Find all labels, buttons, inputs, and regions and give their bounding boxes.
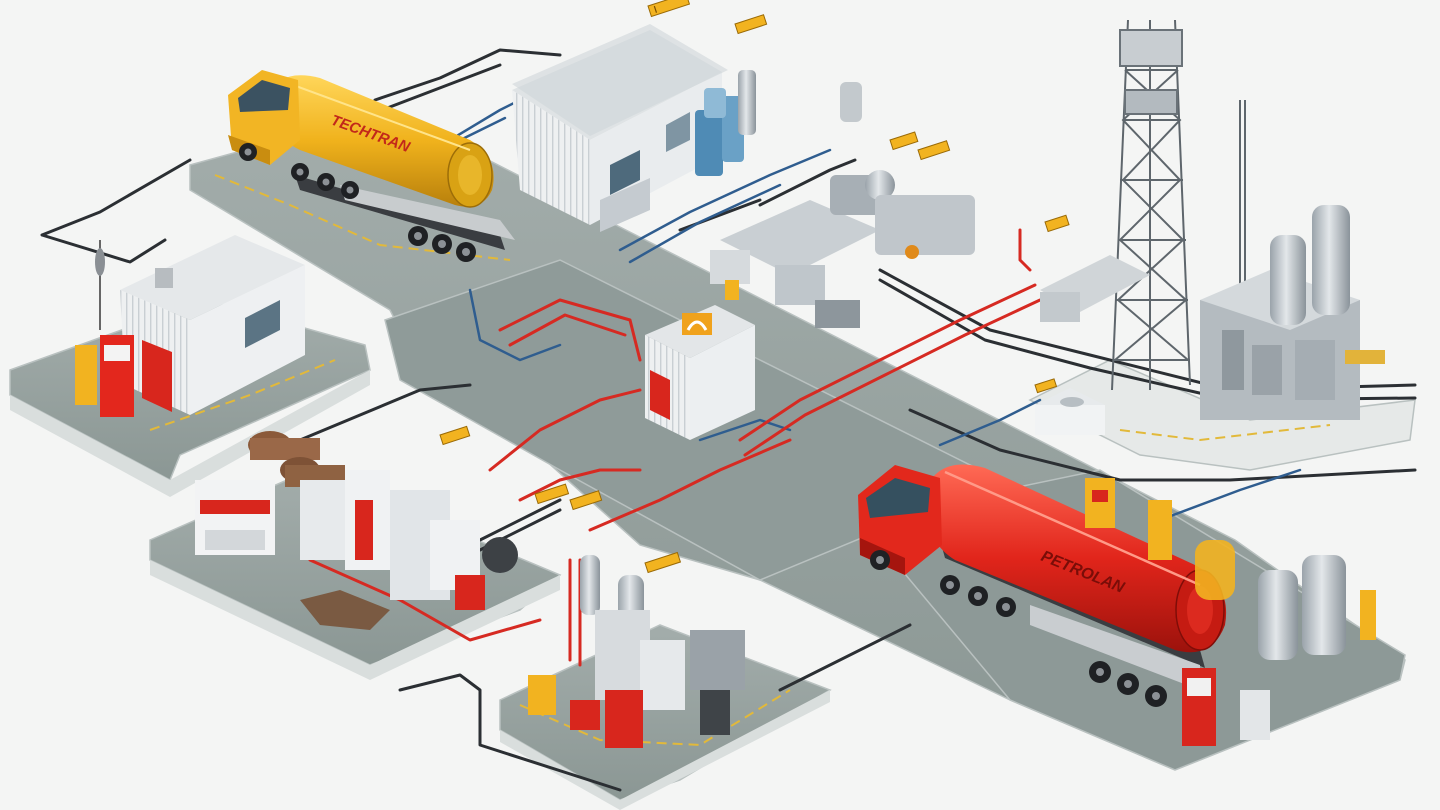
- left-process-pad-edge: [150, 560, 560, 680]
- bottom-process-area: [528, 555, 745, 748]
- pipe-blue-3: [468, 288, 792, 442]
- right-silo-2: [1302, 555, 1346, 655]
- yellow-tanker-truck: TECHTRAN: [228, 70, 515, 262]
- pump-station: [710, 170, 975, 328]
- kiosk-red-door: [650, 370, 670, 420]
- red-tank-body: [924, 464, 1227, 653]
- right-silo-1: [1258, 570, 1298, 660]
- pipe-black-1: [40, 158, 192, 264]
- bottom-process-pad-edge: [500, 690, 830, 810]
- yellow-tank-body: [269, 75, 494, 207]
- kiosk-warning-sign: [682, 313, 712, 335]
- red-tanker-truck: PETROLAN: [858, 464, 1227, 707]
- central-kiosk: [645, 305, 755, 440]
- left-station-pad-edge: [10, 370, 370, 497]
- pipe-red-1: [498, 298, 642, 362]
- guide-rail-4: [1119, 424, 1331, 442]
- pipe-blue-2: [618, 148, 832, 264]
- compressor-unit: [1200, 205, 1385, 420]
- left-station-red-door: [142, 340, 172, 412]
- right-yellow-dispenser: [1085, 478, 1115, 528]
- control-building: [512, 24, 756, 232]
- pipe-black-6: [398, 623, 912, 792]
- blue-storage-tanks: [695, 70, 756, 176]
- left-station: [75, 235, 305, 417]
- warning-tags: [439, 0, 1070, 574]
- guide-rail-2: [149, 359, 336, 431]
- guide-rail-3: [519, 689, 791, 747]
- pipe-red-2: [738, 283, 1042, 457]
- skid-equipment: [840, 82, 1150, 435]
- left-process-area: [195, 431, 518, 630]
- left-yellow-cabinet: [75, 345, 97, 405]
- pipe-blue-4: [938, 398, 1302, 522]
- pipe-black-7: [908, 408, 1417, 482]
- pipe-red-5: [308, 228, 1032, 642]
- pipe-black-2: [373, 48, 562, 112]
- right-station-equipment: [1085, 478, 1376, 746]
- pipe-red-3: [488, 388, 642, 502]
